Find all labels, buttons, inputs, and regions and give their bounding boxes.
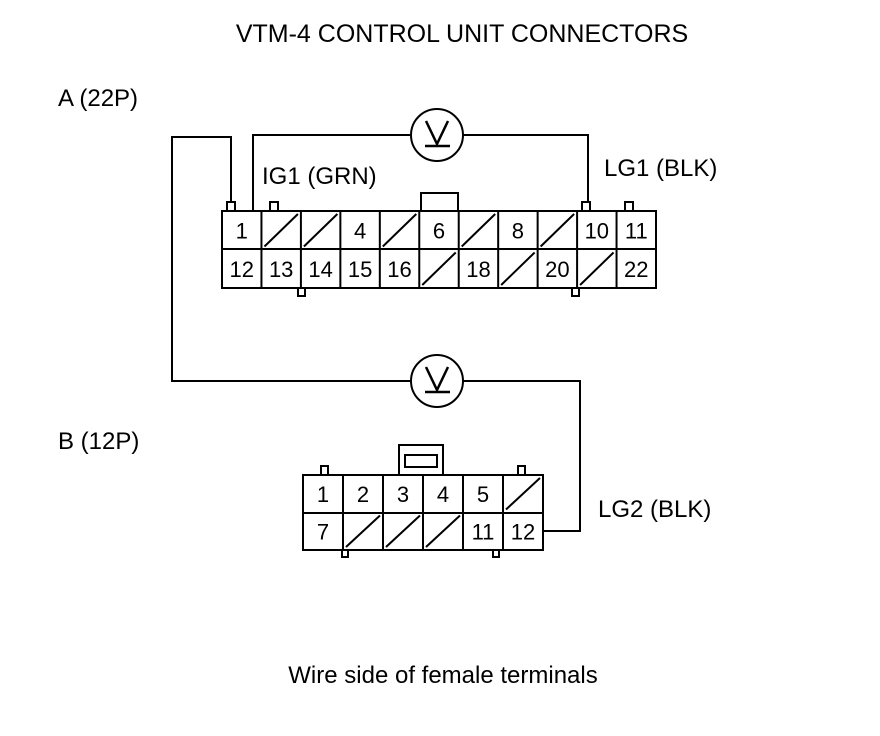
connector-b-bottom-tab [492,549,500,558]
connector-a-tab [624,201,634,212]
terminal-number: 4 [354,218,366,243]
empty-cavity [579,251,615,286]
terminal-number: 12 [229,257,253,282]
empty-cavity [385,514,421,548]
terminal-number: 4 [437,482,449,507]
empty-cavity [505,477,541,511]
connector-b-bottom-tab [341,549,349,558]
wire-label-lg2: LG2 (BLK) [598,496,711,523]
terminal-number: 10 [585,218,609,243]
connector-a-bottom-tab [571,287,580,297]
empty-cavity [303,213,339,248]
terminal-number: 14 [308,257,332,282]
terminal-number: 5 [477,482,489,507]
wire-label-ig1: IG1 (GRN) [262,163,377,190]
connector-a-bottom-tab [297,287,306,297]
terminal-number: 18 [466,257,490,282]
connector-b-tab [517,465,526,476]
terminal-number: 7 [317,519,329,544]
empty-cavity [263,213,299,248]
connector-b-lock-inner [404,454,438,468]
terminal-number: 6 [433,218,445,243]
connector-b-lock-tab [398,444,444,476]
empty-cavity [421,251,457,286]
terminal-number: 2 [357,482,369,507]
empty-cavity [382,213,417,248]
empty-cavity [345,514,381,548]
terminal-number: 3 [397,482,409,507]
empty-cavity [539,213,575,248]
terminal-number: 1 [236,218,248,243]
connector-a-tab [226,201,236,212]
terminal-number: 20 [545,257,569,282]
connector-b-tab [320,465,329,476]
empty-cavity [461,213,496,248]
empty-cavity [425,514,461,548]
wire-meter-to-lg1 [463,134,589,202]
caption: Wire side of female terminals [288,662,597,689]
voltmeter-icon [410,354,464,408]
empty-cavity [500,251,536,286]
terminal-number: 12 [511,519,535,544]
connector-a-tab [581,201,591,212]
voltmeter-icon [410,108,464,162]
connector-a-tab [269,201,279,212]
terminal-number: 16 [387,257,411,282]
terminal-number: 8 [512,218,524,243]
wire-meter-to-b12 [463,380,581,532]
wire-label-lg1: LG1 (BLK) [604,155,717,182]
terminal-number: 13 [269,257,293,282]
connector-b-label: B (12P) [58,428,139,455]
terminal-number: 22 [624,257,648,282]
diagram-title: VTM-4 CONTROL UNIT CONNECTORS [236,20,688,48]
terminal-number: 1 [317,482,329,507]
wire-ig1-to-meter [252,134,410,211]
wire-a1-to-meter [171,136,410,382]
connector-a-lock-tab [420,192,459,211]
terminal-number: 11 [472,519,495,544]
terminal-number: 11 [625,218,648,243]
connector-a-label: A (22P) [58,85,138,112]
terminal-number: 15 [348,257,372,282]
